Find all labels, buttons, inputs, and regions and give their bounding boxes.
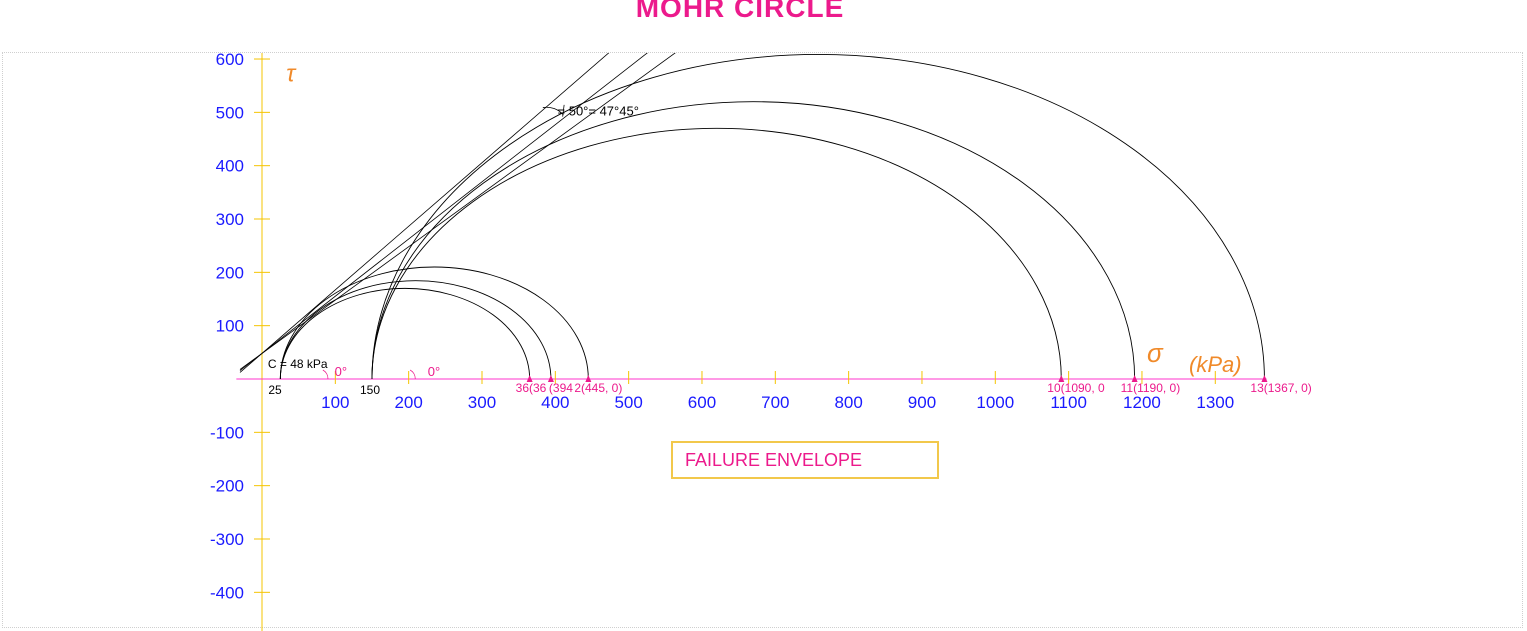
phi-marker bbox=[562, 104, 565, 117]
y-tick-label: 100 bbox=[216, 317, 244, 336]
axes-group: 600 500 400 300 200 100 -100 -200 -300 -400 100 200… bbox=[210, 50, 1267, 631]
cohesion-label: C = 48 kPa bbox=[268, 357, 328, 371]
page-title: MOHR CIRCLE bbox=[635, 0, 845, 23]
failure-envelope-line bbox=[239, 53, 610, 373]
failure-envelope-button[interactable]: FAILURE ENVELOPE bbox=[671, 441, 939, 479]
y-tick-label: 300 bbox=[216, 210, 244, 229]
sigma1-point-marker bbox=[1261, 375, 1268, 382]
y-tick-label: -400 bbox=[210, 583, 244, 602]
x-tick-label: 400 bbox=[541, 393, 569, 412]
x-tick-label: 600 bbox=[688, 393, 716, 412]
failure-envelope-line bbox=[239, 53, 648, 371]
point-label: 13(1367, 0) bbox=[1250, 381, 1311, 395]
tau-symbol: τ bbox=[286, 60, 297, 87]
x-tick-label: 1100 bbox=[1050, 393, 1087, 412]
point-label: (394 bbox=[549, 381, 573, 395]
angle-arc bbox=[322, 369, 329, 380]
x-tick-label: 100 bbox=[321, 393, 349, 412]
sigma3-label: 25 bbox=[268, 383, 282, 397]
sigma1-point-marker bbox=[526, 375, 533, 382]
mohr-circle-arc bbox=[371, 127, 1062, 380]
y-tick-label: -200 bbox=[210, 477, 244, 496]
x-tick-label: 200 bbox=[394, 393, 422, 412]
x-tick-label: 900 bbox=[908, 393, 936, 412]
sigma1-point-marker bbox=[585, 375, 592, 382]
sigma-symbol: σ bbox=[1147, 338, 1164, 368]
sigma1-point-marker bbox=[547, 375, 554, 382]
point-label: 2(445, 0) bbox=[574, 381, 622, 395]
mohr-circle-arc bbox=[279, 280, 552, 380]
x-tick-label: 800 bbox=[834, 393, 862, 412]
y-tick-label: -100 bbox=[210, 423, 244, 442]
mohr-circle-arc bbox=[279, 266, 589, 380]
x-tick-label: 700 bbox=[761, 393, 789, 412]
phi-arc bbox=[542, 106, 564, 116]
x-tick-label: 1300 bbox=[1196, 393, 1234, 412]
y-tick-label: 600 bbox=[216, 50, 244, 69]
angle-label: 0° bbox=[335, 364, 347, 379]
mohr-circle-arc bbox=[371, 54, 1265, 380]
y-tick-label: 500 bbox=[216, 103, 244, 122]
sigma3-label: 150 bbox=[360, 383, 380, 397]
angle-arc bbox=[409, 369, 416, 380]
sigma1-point-marker bbox=[1131, 375, 1138, 382]
sigma-unit: (kPa) bbox=[1189, 352, 1242, 377]
mohr-circle-arc bbox=[371, 101, 1136, 380]
x-tick-label: 1200 bbox=[1123, 393, 1161, 412]
x-tick-label: 300 bbox=[468, 393, 496, 412]
point-label: 10(1090, 0 bbox=[1047, 381, 1105, 395]
failure-envelope-line bbox=[239, 53, 676, 370]
point-label: 11(1190, 0) bbox=[1121, 381, 1181, 395]
mohr-circle-arc bbox=[279, 287, 531, 380]
phi-label: = 50°= 47°45° bbox=[558, 104, 639, 119]
plot-frame bbox=[2, 52, 1523, 628]
mohr-circles-group bbox=[279, 54, 1268, 382]
y-tick-label: 200 bbox=[216, 263, 244, 282]
x-tick-label: 1000 bbox=[976, 393, 1014, 412]
y-tick-label: 400 bbox=[216, 157, 244, 176]
failure-envelope-group bbox=[239, 53, 676, 373]
sigma1-point-marker bbox=[1058, 375, 1065, 382]
point-label: 36(36 bbox=[516, 381, 547, 395]
x-tick-label: 500 bbox=[614, 393, 642, 412]
y-tick-label: -300 bbox=[210, 530, 244, 549]
angle-label: 0° bbox=[428, 364, 440, 379]
